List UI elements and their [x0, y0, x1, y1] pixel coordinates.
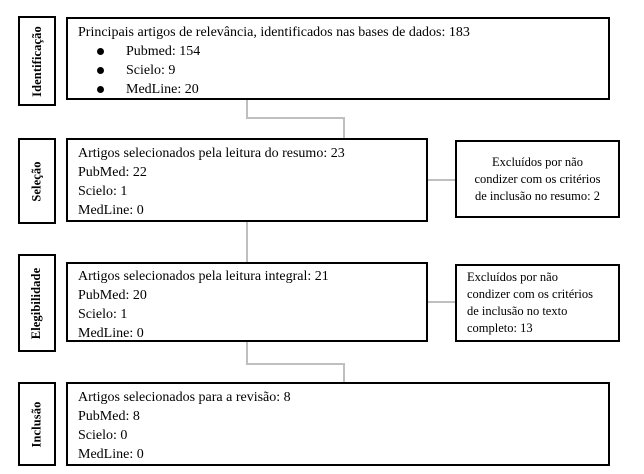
connector-elegibilidade-inclusao — [246, 342, 345, 382]
list-item: Pubmed: 154 — [78, 42, 598, 61]
selecao-medline: MedLine: 0 — [78, 203, 144, 218]
identificacao-source-list: Pubmed: 154 Scielo: 9 MedLine: 20 — [78, 42, 598, 99]
bullet-icon — [97, 48, 104, 55]
elegibilidade-box: Artigos selecionados pela leitura integr… — [66, 262, 428, 342]
connector-identificacao-selecao — [246, 100, 345, 138]
inclusao-medline: MedLine: 0 — [78, 447, 144, 462]
identificacao-box: Principais artigos de relevância, identi… — [66, 17, 610, 100]
stage-label-identificacao: Identificação — [18, 16, 56, 106]
inclusao-scielo: Scielo: 0 — [78, 428, 128, 443]
selecao-title: Artigos selecionados pela leitura do res… — [78, 146, 345, 161]
list-item: Scielo: 9 — [78, 61, 598, 80]
elegibilidade-title: Artigos selecionados pela leitura integr… — [78, 269, 329, 284]
stage-label-selecao: Seleção — [18, 138, 56, 224]
elegibilidade-pubmed: PubMed: 20 — [78, 288, 147, 303]
list-item: MedLine: 20 — [78, 80, 598, 99]
stage-label-elegibilidade: Elegibilidade — [18, 254, 56, 352]
exclusao-resumo-box: Excluídos por não condizer com os critér… — [455, 140, 620, 218]
selecao-scielo: Scielo: 1 — [78, 184, 128, 199]
exclusao-texto-completo-box: Excluídos por não condizer com os critér… — [455, 264, 620, 342]
bullet-icon — [97, 86, 104, 93]
inclusao-title: Artigos selecionados para a revisão: 8 — [78, 390, 291, 405]
elegibilidade-medline: MedLine: 0 — [78, 326, 144, 341]
elegibilidade-scielo: Scielo: 1 — [78, 307, 128, 322]
inclusao-pubmed: PubMed: 8 — [78, 409, 140, 424]
bullet-icon — [97, 67, 104, 74]
stage-label-inclusao: Inclusão — [18, 382, 56, 466]
selecao-box: Artigos selecionados pela leitura do res… — [66, 138, 428, 222]
identificacao-title: Principais artigos de relevância, identi… — [78, 25, 470, 40]
inclusao-box: Artigos selecionados para a revisão: 8 P… — [66, 382, 610, 466]
selecao-pubmed: PubMed: 22 — [78, 165, 147, 180]
